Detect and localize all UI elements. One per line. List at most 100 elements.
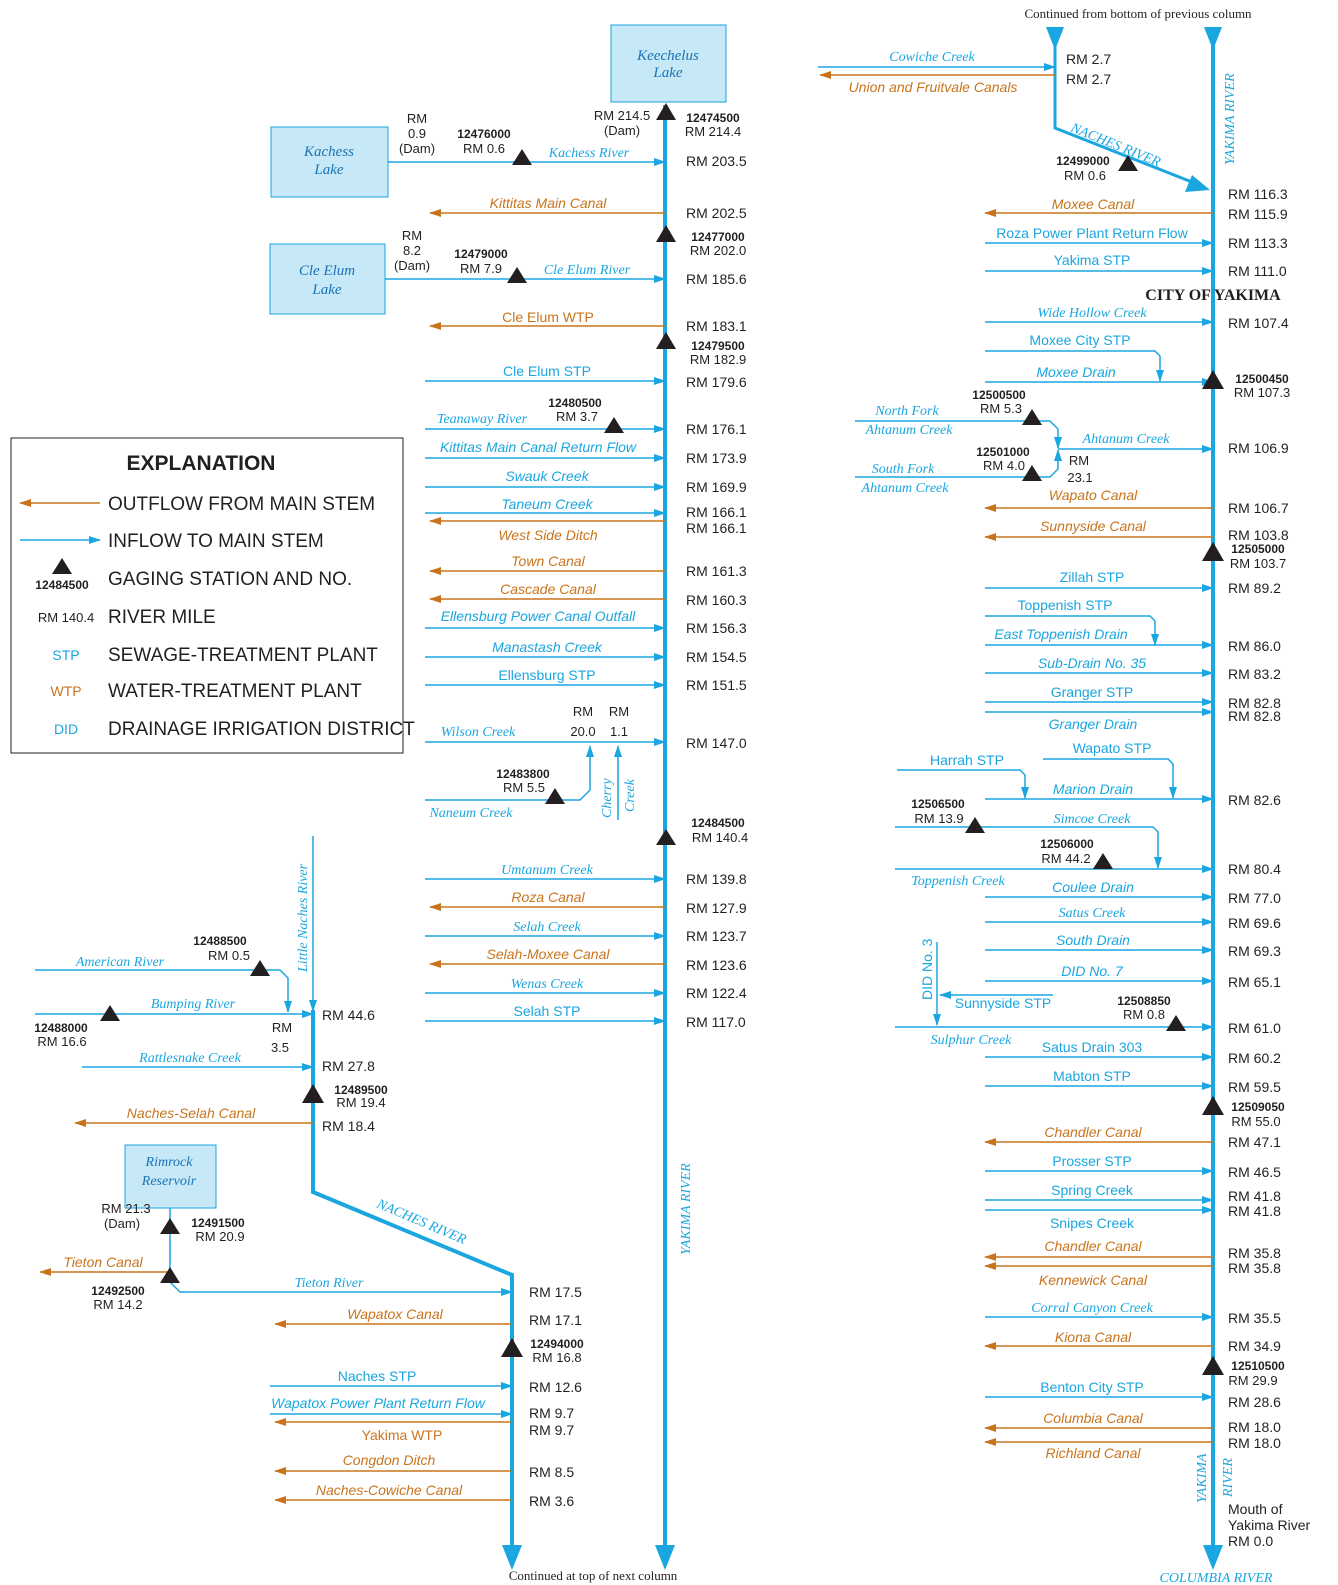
rm-label: RM 29.9 <box>1228 1373 1277 1388</box>
flow-label: Sunnyside Canal <box>1040 518 1147 534</box>
rm-label: RM 203.5 <box>686 153 747 169</box>
rm-label: RM 82.8 <box>1228 695 1281 711</box>
rm-label: RM 154.5 <box>686 649 747 665</box>
flow-label: Kittitas Main Canal <box>490 195 608 211</box>
flow-label: Coulee Drain <box>1052 879 1134 895</box>
flow-label: Kennewick Canal <box>1039 1272 1148 1288</box>
gage-station-icon <box>1202 370 1224 389</box>
rm-label: RM 9.7 <box>529 1422 574 1438</box>
flow-label: Richland Canal <box>1046 1445 1142 1461</box>
rm-label: RM 160.3 <box>686 592 747 608</box>
yakima-upper-column: YAKIMA RIVER Keechelus Lake RM 214.5 (Da… <box>269 24 748 1570</box>
rm-label: RM 44.6 <box>322 1007 375 1023</box>
flow-label: Moxee Canal <box>1052 196 1135 212</box>
rimrock-reservoir-name: Rimrock <box>145 1155 194 1170</box>
rm-label: RM 123.7 <box>686 928 747 944</box>
station-number: 12509050 <box>1231 1100 1285 1114</box>
flow-label: Wenas Creek <box>511 977 584 992</box>
station-number: 12479500 <box>691 339 745 353</box>
flow-label: Moxee City STP <box>1029 332 1130 348</box>
station-number: 12480500 <box>548 396 602 410</box>
station-number: 12500450 <box>1235 372 1289 386</box>
rm-label: RM 139.8 <box>686 871 747 887</box>
flow-label: Tieton Canal <box>63 1254 143 1270</box>
flow-label: DID No. 7 <box>1061 963 1124 979</box>
rm-label: RM 166.1 <box>686 504 747 520</box>
did3-label: DID No. 3 <box>919 938 935 1000</box>
rm-label: RM 27.8 <box>322 1058 375 1074</box>
flow-label: Columbia Canal <box>1043 1410 1143 1426</box>
rm-label: RM 69.6 <box>1228 915 1281 931</box>
rm-label: RM 183.1 <box>686 318 747 334</box>
flow-label: Swauk Creek <box>505 468 589 484</box>
rm-label: RM 83.2 <box>1228 666 1281 682</box>
rm-label: RM 176.1 <box>686 421 747 437</box>
rm-label: RM 61.0 <box>1228 1020 1281 1036</box>
city-of-yakima-label: CITY OF YAKIMA <box>1145 287 1281 304</box>
station-number: 12484500 <box>691 816 745 830</box>
rm-label: RM 140.4 <box>692 830 748 845</box>
rm-label: RM 169.9 <box>686 479 747 495</box>
rm-label: RM 77.0 <box>1228 890 1281 906</box>
flow-label: Simcoe Creek <box>1054 812 1132 827</box>
rm-label: RM 127.9 <box>686 900 747 916</box>
station-number: 12506500 <box>911 797 965 811</box>
flow-label: Rattlesnake Creek <box>138 1051 242 1066</box>
rm-label: RM 122.4 <box>686 985 747 1001</box>
rm-label: RM 185.6 <box>686 271 747 287</box>
cle-elum-lake <box>269 243 386 315</box>
rm-label: RM 214.4 <box>685 124 741 139</box>
yakima-river-label-mouth: YAKIMA <box>1195 1453 1210 1503</box>
gage-station-icon <box>501 1338 523 1357</box>
rm-label: RM 59.5 <box>1228 1079 1281 1095</box>
rm-label: RM 41.8 <box>1228 1203 1281 1219</box>
flow-label: Kachess River <box>548 146 630 161</box>
flow-label: Wapatox Power Plant Return Flow <box>271 1395 486 1411</box>
flow-label: Cherry <box>600 778 615 818</box>
flow-label: Manastash Creek <box>492 639 603 655</box>
flow-label: Umtanum Creek <box>501 863 593 878</box>
rm-label: RM 17.5 <box>529 1284 582 1300</box>
rm-label: RM 107.4 <box>1228 315 1289 331</box>
flow-label: East Toppenish Drain <box>994 626 1128 642</box>
flow-label: Bumping River <box>151 997 236 1012</box>
gage-station-icon <box>1118 155 1138 171</box>
yakima-river-label-col2: YAKIMA RIVER <box>1223 73 1238 165</box>
rm-label: RM 2.7 <box>1066 71 1111 87</box>
rm-label: RM 17.1 <box>529 1312 582 1328</box>
flow-label: Ellensburg Power Canal Outfall <box>441 608 636 624</box>
legend-inflow: INFLOW TO MAIN STEM <box>108 531 324 552</box>
flow-label: Roza Power Plant Return Flow <box>996 225 1188 241</box>
rm-label: RM 7.9 <box>460 261 502 276</box>
flow-label: West Side Ditch <box>498 527 598 543</box>
flow-label: Teanaway River <box>437 412 528 427</box>
rm-label: RM 173.9 <box>686 450 747 466</box>
rm-label: RM 35.8 <box>1228 1260 1281 1276</box>
flow-label: Cle Elum River <box>544 263 631 278</box>
station-number: 12488000 <box>34 1021 88 1035</box>
mouth-label: Yakima River <box>1228 1517 1311 1533</box>
flow-label: Spring Creek <box>1051 1182 1134 1198</box>
rm-label: RM 107.3 <box>1234 385 1290 400</box>
station-number: 12499000 <box>1056 154 1110 168</box>
rm-label: RM 82.8 <box>1228 708 1281 724</box>
rm-label: RM 89.2 <box>1228 580 1281 596</box>
legend-wtp: WATER-TREATMENT PLANT <box>108 681 362 702</box>
flow-label: Naches STP <box>338 1368 417 1384</box>
rm-label: (Dam) <box>394 258 430 273</box>
explanation-legend: EXPLANATION OUTFLOW FROM MAIN STEM INFLO… <box>10 437 415 754</box>
rm-label: RM 46.5 <box>1228 1164 1281 1180</box>
flow-label: Ahtanum Creek <box>865 423 954 438</box>
rm-label: 3.5 <box>271 1040 289 1055</box>
flow-label: Satus Drain 303 <box>1042 1039 1143 1055</box>
rm-label: RM 106.7 <box>1228 500 1289 516</box>
legend-did-abbr: DID <box>54 721 78 737</box>
rm-label: RM 21.3 <box>101 1201 150 1216</box>
flow-label: Toppenish Creek <box>911 874 1005 889</box>
yakima-lower-column: YAKIMA RIVER YAKIMA RIVER COLUMBIA RIVER… <box>818 27 1311 1585</box>
station-number: 12491500 <box>191 1216 245 1230</box>
rm-label: RM 86.0 <box>1228 638 1281 654</box>
gage-triangle-icon <box>52 558 72 574</box>
flow-label: South Fork <box>872 462 935 477</box>
flow-label: Yakima WTP <box>362 1427 443 1443</box>
